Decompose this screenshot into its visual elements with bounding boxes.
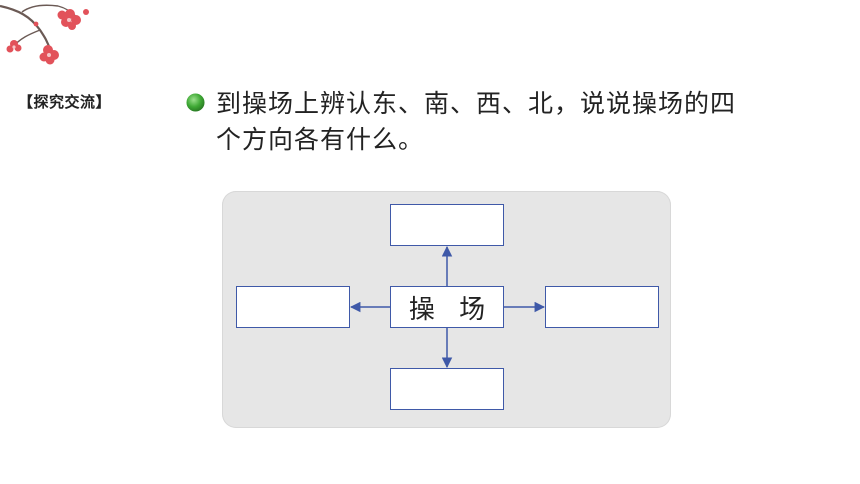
plum-blossom-icon (0, 4, 89, 65)
question-text: 到操场上辨认东、南、西、北，说说操场的四个方向各有什么。 (216, 89, 737, 154)
west-answer-box[interactable] (236, 286, 350, 328)
section-label: 【探究交流】 (18, 93, 112, 111)
green-dot-icon (186, 93, 205, 112)
south-answer-box[interactable] (390, 368, 504, 410)
east-answer-box[interactable] (545, 286, 659, 328)
north-answer-box[interactable] (390, 204, 504, 246)
playground-center-box: 操 场 (390, 286, 504, 328)
